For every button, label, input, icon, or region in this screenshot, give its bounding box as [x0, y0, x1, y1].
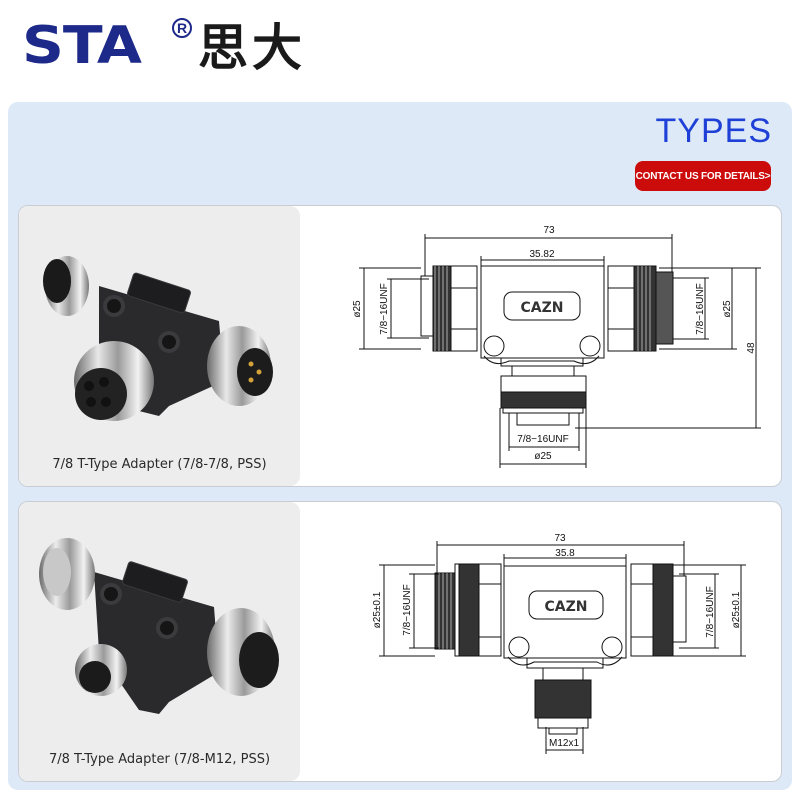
technical-drawing-2: 73 35.8 CAZN: [309, 502, 779, 781]
svg-text:35.8: 35.8: [555, 548, 575, 559]
t-adapter-photo-icon: [43, 256, 273, 421]
svg-text:7/8−16UNF: 7/8−16UNF: [705, 586, 716, 637]
svg-text:ø25±0.1: ø25±0.1: [372, 591, 383, 628]
product-caption: 7/8 T-Type Adapter (7/8-M12, PSS): [48, 752, 271, 767]
registered-mark-icon: R: [172, 18, 192, 38]
svg-text:7/8−16UNF: 7/8−16UNF: [517, 434, 568, 445]
product-photo-2: 7/8 T-Type Adapter (7/8-M12, PSS): [19, 502, 300, 781]
brand-chinese: 思大: [198, 19, 306, 77]
contact-us-button[interactable]: CONTACT US FOR DETAILS>: [635, 161, 771, 191]
svg-text:7/8−16UNF: 7/8−16UNF: [379, 283, 390, 334]
brand-latin: STA: [22, 16, 142, 76]
t-adapter-photo-icon: [39, 538, 279, 714]
svg-text:7/8−16UNF: 7/8−16UNF: [695, 283, 706, 334]
svg-text:CAZN: CAZN: [521, 300, 564, 316]
svg-text:M12x1: M12x1: [549, 738, 579, 749]
svg-text:CAZN: CAZN: [545, 599, 588, 615]
svg-text:73: 73: [543, 225, 555, 236]
svg-text:35.82: 35.82: [529, 249, 554, 260]
product-card-2: 7/8 T-Type Adapter (7/8-M12, PSS) 73 35.…: [18, 501, 782, 782]
brand-logo: STA R 思大: [22, 16, 306, 77]
product-photo-1: 7/8 T-Type Adapter (7/8-7/8, PSS): [19, 206, 300, 486]
product-card-1: 7/8 T-Type Adapter (7/8-7/8, PSS) 73 35.…: [18, 205, 782, 487]
svg-text:7/8−16UNF: 7/8−16UNF: [402, 584, 413, 635]
svg-text:ø25: ø25: [534, 451, 552, 462]
svg-text:ø25: ø25: [352, 300, 363, 318]
svg-text:48: 48: [746, 342, 757, 354]
svg-text:73: 73: [554, 533, 566, 544]
page-title: TYPES: [655, 112, 772, 150]
product-caption: 7/8 T-Type Adapter (7/8-7/8, PSS): [52, 457, 267, 472]
technical-drawing-1: 73 35.82 CAZN: [309, 206, 779, 486]
svg-text:ø25±0.1: ø25±0.1: [731, 591, 742, 628]
svg-text:ø25: ø25: [722, 300, 733, 318]
